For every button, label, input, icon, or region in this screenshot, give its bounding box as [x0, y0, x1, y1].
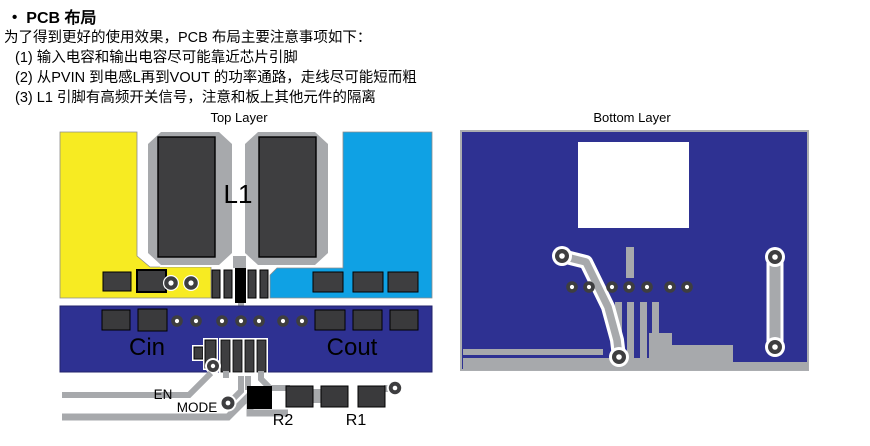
- note-item-3: (3) L1 引脚有高频开关信号，注意和板上其他元件的隔离: [15, 90, 376, 106]
- r2-component: [247, 386, 272, 409]
- r-components: [285, 385, 386, 408]
- top-layer-title: Top Layer: [210, 110, 268, 125]
- bottom-layer-svg: Bottom Layer: [460, 110, 809, 371]
- band-via-row: [171, 315, 308, 327]
- mode-via: [219, 394, 237, 412]
- note-item-1: (1) 输入电容和输出电容尽可能靠近芯片引脚: [15, 50, 298, 66]
- r2-label: R2: [273, 412, 294, 429]
- en-label: EN: [154, 387, 173, 402]
- pvin-vias: [163, 275, 199, 291]
- note-item-2: (2) 从PVIN 到电感L再到VOUT 的功率通路，走线尽可能短而粗: [15, 70, 417, 86]
- intro-line: 为了得到更好的使用效果，PCB 布局主要注意事项如下：: [4, 30, 372, 46]
- bottom-via-row: [566, 281, 693, 293]
- bottom-copper-shapes: [463, 247, 808, 370]
- bottom-layer-figure: Bottom Layer: [440, 106, 870, 446]
- r1-label: R1: [346, 412, 367, 429]
- cout-label: Cout: [327, 334, 378, 361]
- bottom-layer-title: Bottom Layer: [593, 110, 671, 125]
- vout-copper-pour: [269, 131, 433, 299]
- input-component-1: [102, 271, 132, 292]
- input-component-2: [136, 269, 167, 293]
- through-vias: [552, 246, 785, 367]
- top-layer-figure: Top Layer L1 Cin Cout EN MODE R2 R1: [40, 106, 440, 446]
- chip-pins-bottom-row: [192, 338, 268, 374]
- cin-label: Cin: [129, 334, 165, 361]
- section-heading-row: • PCB 布局: [12, 4, 97, 28]
- inductor-pad-right: [243, 130, 330, 267]
- band-pads: [101, 308, 419, 332]
- chip-pins-top-row: [211, 269, 269, 299]
- pin-cluster-via: [205, 358, 221, 374]
- inductor-label: L1: [224, 179, 253, 209]
- r1-via: [387, 380, 403, 396]
- output-components: [312, 271, 419, 293]
- board-cutout: [578, 142, 689, 228]
- cased-diagonal-trace: [555, 249, 626, 364]
- pin5-trace: [258, 371, 290, 391]
- r-connector-ab: [312, 389, 322, 403]
- mode-label: MODE: [177, 400, 218, 415]
- en-trace: [62, 370, 214, 398]
- section-heading: PCB 布局: [26, 10, 97, 27]
- sw-node-stub: [231, 254, 248, 270]
- inductor-pad-left: [146, 130, 234, 267]
- top-layer-svg: Top Layer L1 Cin Cout EN MODE R2 R1: [59, 110, 433, 429]
- bullet-marker: •: [12, 9, 18, 26]
- sw-pin: [235, 268, 246, 303]
